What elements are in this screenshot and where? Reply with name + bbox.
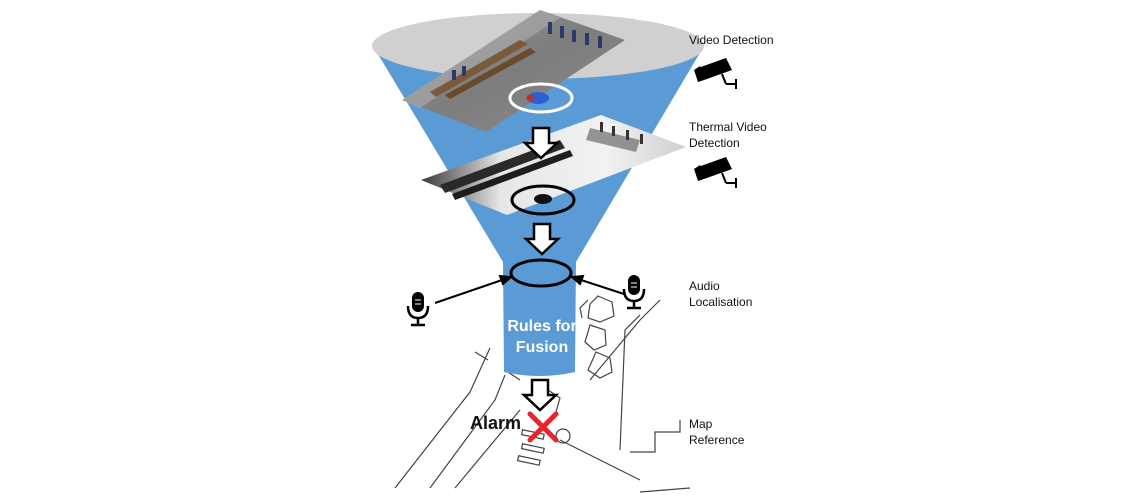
- camera-icon: [694, 58, 737, 89]
- thermal-label-line1: Thermal Video: [689, 120, 767, 134]
- thermal-label-line2: Detection: [689, 136, 740, 150]
- camera-icon: [694, 157, 737, 188]
- audio-localisation-label: Audio Localisation: [689, 278, 752, 310]
- audio-label-line2: Localisation: [689, 295, 753, 309]
- video-detection-label: Video Detection: [689, 33, 774, 47]
- audio-label-line1: Audio: [689, 279, 720, 293]
- fusion-label-line2: Fusion: [515, 339, 569, 356]
- map-label-line2: Reference: [689, 433, 745, 447]
- video-detection-image: [402, 10, 625, 132]
- video-target-ellipse: [508, 82, 574, 114]
- thermal-detection-label: Thermal Video Detection: [689, 119, 767, 151]
- audio-arrows: [434, 274, 625, 304]
- arrow-down-icon: [520, 378, 560, 412]
- alarm-label: Alarm: [470, 413, 522, 433]
- fusion-label-line1: Rules for: [507, 318, 577, 335]
- map-label-line1: Map: [689, 417, 713, 431]
- arrow-down-icon: [521, 126, 561, 160]
- microphone-icon: [406, 292, 430, 327]
- arrow-down-icon: [522, 222, 562, 256]
- thermal-detection-image: [421, 115, 686, 216]
- map-reference-label: Map Reference: [689, 416, 744, 448]
- thermal-target-ellipse: [510, 184, 576, 216]
- rules-for-fusion-label: Rules for Fusion: [500, 316, 584, 358]
- map-reference-drawing: [394, 295, 691, 493]
- microphone-icon: [622, 275, 646, 310]
- fusion-ellipse: [509, 258, 573, 288]
- alarm-cross-icon: [527, 411, 559, 443]
